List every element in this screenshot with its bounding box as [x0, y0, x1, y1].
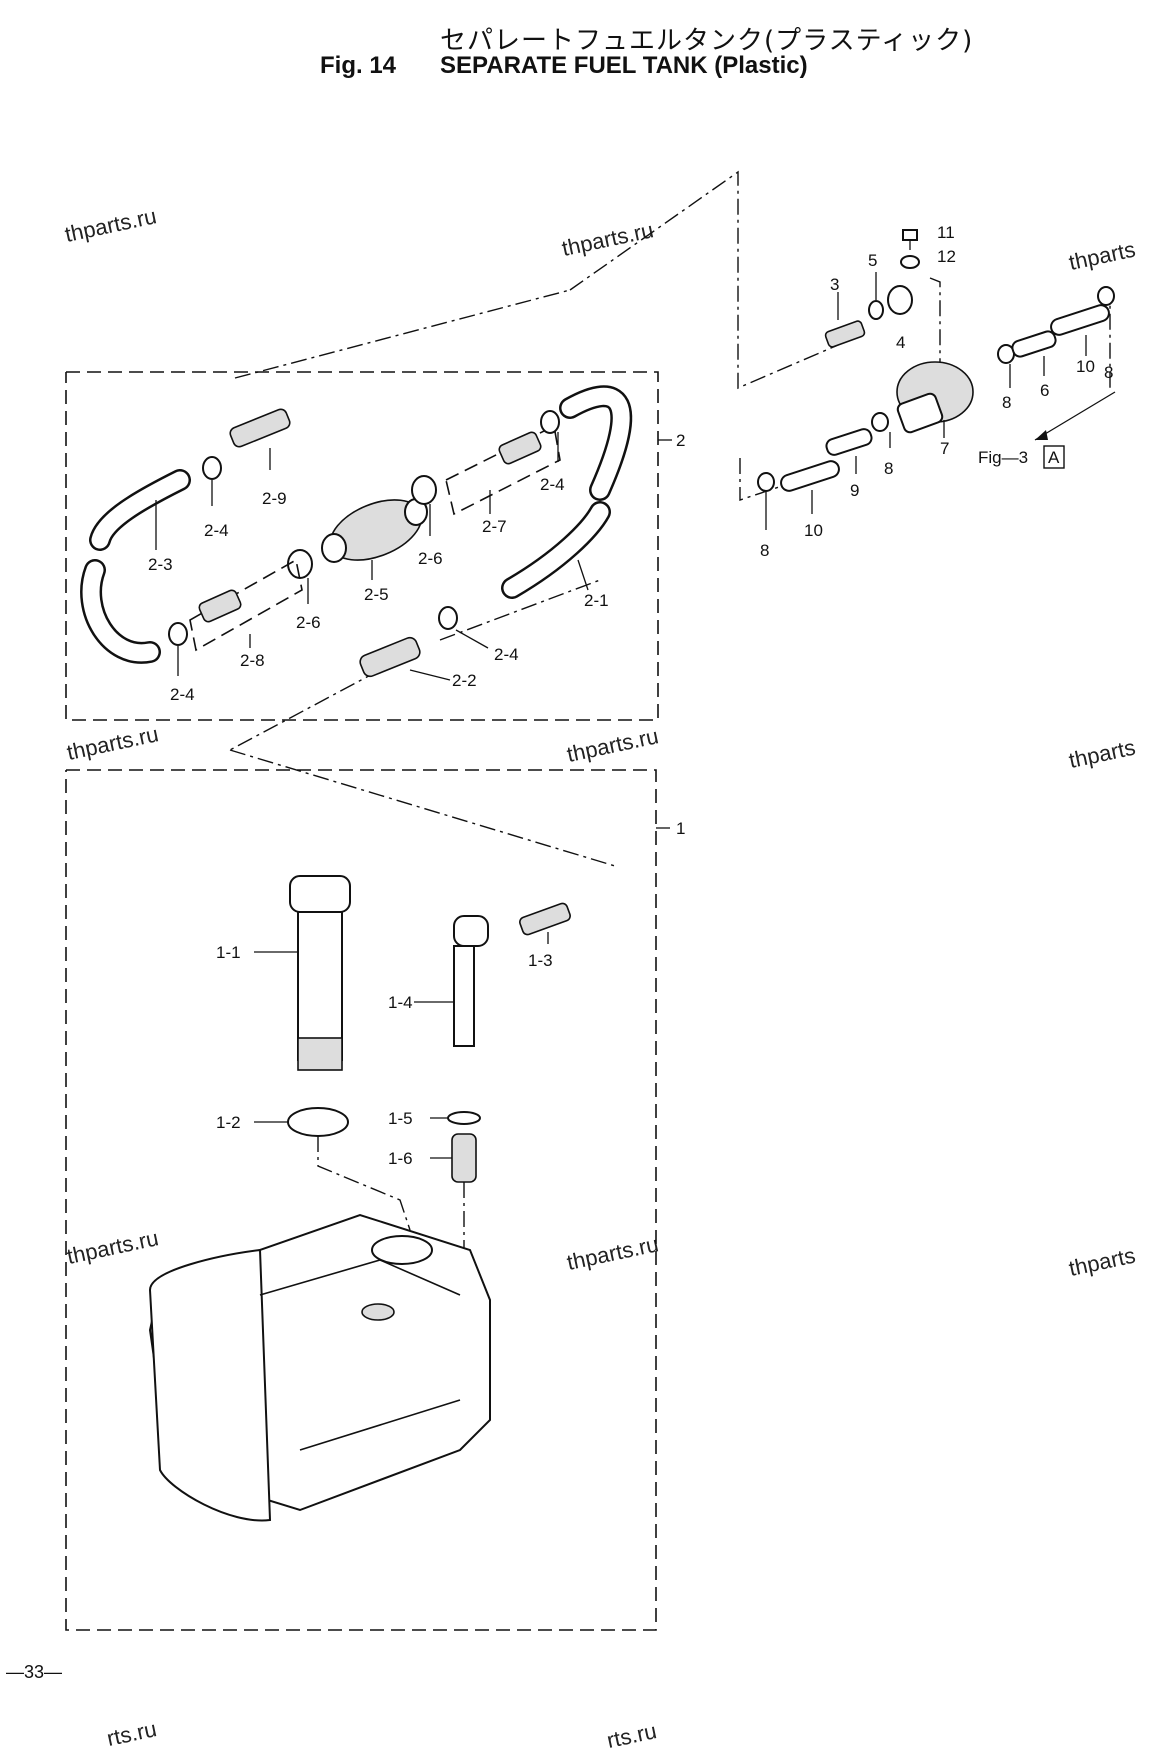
callout-2-7: 2-7	[482, 517, 507, 536]
connector-2-2	[359, 636, 421, 678]
callout-10-upper: 10	[1076, 357, 1095, 376]
reference-box-letter: A	[1048, 448, 1060, 467]
tank-filler-neck	[371, 1235, 433, 1265]
clip-10-upper	[1050, 304, 1110, 336]
hose-assembly-box: 2	[65, 371, 685, 721]
fuel-tank-front	[148, 1248, 272, 1522]
collar-2-4	[168, 622, 188, 646]
callout-3: 3	[830, 275, 839, 294]
title-japanese: セパレートフュエルタンク(プラスティック)	[440, 26, 974, 56]
callout-8: 8	[1002, 393, 1011, 412]
callout-9: 9	[850, 481, 859, 500]
callout-8: 8	[884, 459, 893, 478]
gauge-cap	[289, 875, 351, 913]
callout-5: 5	[868, 251, 877, 270]
fuel-filter-7-body	[896, 392, 944, 434]
o-ring-1-2	[287, 1107, 349, 1137]
pickup-tube-1-4	[453, 945, 475, 1047]
fitting-1-3	[519, 902, 571, 936]
o-ring-1-5	[447, 1111, 481, 1125]
right-fitting-group: 11 12 3 5 4 10 8 8	[569, 170, 1116, 560]
clamp-8	[1097, 286, 1115, 306]
tank-pickup-port	[361, 1303, 395, 1321]
callout-1-2: 1-2	[216, 1113, 241, 1132]
check-valve-2-7	[498, 431, 542, 465]
reference-box	[1043, 445, 1065, 469]
callout-2-2: 2-2	[452, 671, 477, 690]
callout-8: 8	[1104, 363, 1113, 382]
gauge-bottom	[297, 1037, 343, 1071]
title-english: SEPARATE FUEL TANK (Plastic)	[440, 52, 808, 79]
callout-2-4: 2-4	[494, 645, 519, 664]
callout-2-5: 2-5	[364, 585, 389, 604]
callout-6: 6	[1040, 381, 1049, 400]
callout-11: 11	[937, 223, 955, 242]
clip-10-lower	[780, 460, 840, 492]
callout-2-1: 2-1	[584, 591, 609, 610]
callout-8: 8	[760, 541, 769, 560]
strainer-1-6	[451, 1133, 477, 1183]
collar-2-6	[411, 475, 437, 505]
connector-3	[824, 320, 866, 348]
check-valve-2-8	[198, 589, 242, 623]
callout-2-4: 2-4	[540, 475, 565, 494]
primer-bulb-end	[321, 533, 347, 563]
callout-10-lower: 10	[804, 521, 823, 540]
callout-7: 7	[940, 439, 949, 458]
callout-2-4: 2-4	[204, 521, 229, 540]
hose-9	[825, 428, 873, 456]
callout-12: 12	[937, 247, 956, 266]
collar-2-4	[202, 456, 222, 480]
callout-1-4: 1-4	[388, 993, 413, 1012]
screw-11	[902, 229, 918, 241]
callout-2-6: 2-6	[296, 613, 321, 632]
callout-1-5: 1-5	[388, 1109, 413, 1128]
callout-1-6: 1-6	[388, 1149, 413, 1168]
washer-5	[868, 300, 884, 320]
elbow-1-4	[453, 915, 489, 947]
callout-1-3: 1-3	[528, 951, 553, 970]
clamp-8	[757, 472, 775, 492]
figure-number: Fig. 14	[320, 52, 397, 79]
collar-4	[887, 285, 913, 315]
connector-2-9	[229, 408, 291, 448]
callout-1-1: 1-1	[216, 943, 241, 962]
collar-2-6	[287, 549, 313, 579]
callout-2-6: 2-6	[418, 549, 443, 568]
callout-4: 4	[896, 333, 905, 352]
tank-assembly-parts: 1-1 1-2 1-3 1-4 1-5 1-6	[148, 875, 571, 1522]
callout-2-9: 2-9	[262, 489, 287, 508]
valve-2-8-box	[189, 558, 303, 652]
hose-assembly-parts: 2-3 2-9 2-4 2-5 2-6 2-6	[80, 289, 633, 867]
assembly-label-2: 2	[676, 431, 685, 450]
nut-12	[900, 255, 920, 269]
collar-2-4	[540, 410, 560, 434]
assembly-label-1: 1	[676, 819, 685, 838]
clamp-8	[871, 412, 889, 432]
callout-2-4: 2-4	[170, 685, 195, 704]
page-number: —33—	[6, 1662, 63, 1682]
tank-assembly-box: 1	[65, 769, 685, 1631]
hose-6	[1011, 330, 1057, 358]
fuel-gauge-1-1	[297, 911, 343, 1061]
callout-2-8: 2-8	[240, 651, 265, 670]
callout-2-3: 2-3	[148, 555, 173, 574]
valve-2-7-box	[445, 424, 561, 516]
reference-figure: Fig—3	[978, 448, 1028, 467]
collar-2-4	[438, 606, 458, 630]
